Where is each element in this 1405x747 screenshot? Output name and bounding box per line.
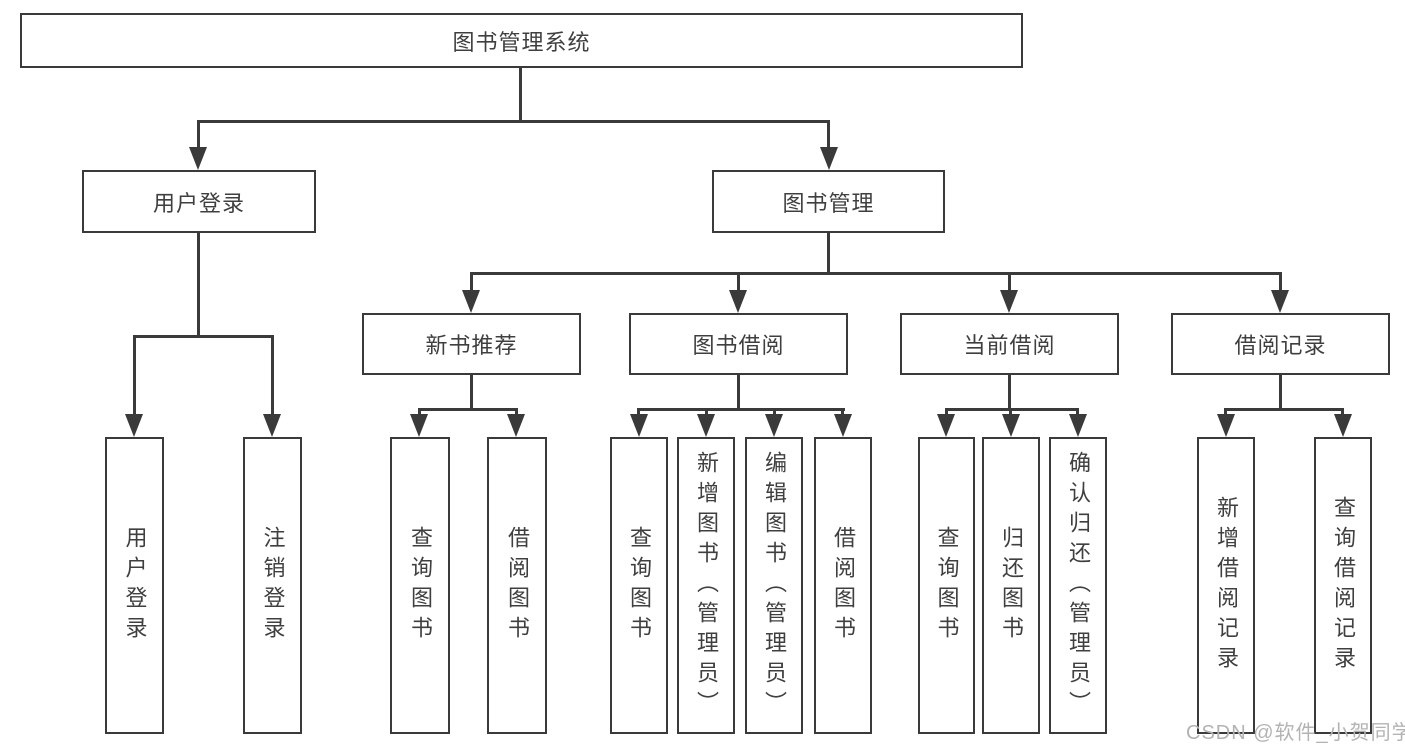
node-book-management: 图书管理 bbox=[712, 170, 945, 233]
connector-g1-drop1 bbox=[418, 408, 421, 418]
leaf-br-add-borrow-record-label: 新增借阅记录 bbox=[1214, 495, 1239, 676]
leaf-user-login: 用户登录 bbox=[105, 437, 164, 734]
connector-g4-feed bbox=[1279, 375, 1282, 408]
leaf-cb-query-books-label: 查询图书 bbox=[934, 525, 960, 646]
connector-root-feed bbox=[519, 68, 522, 120]
arrowhead-g3-leaf2 bbox=[1002, 414, 1020, 437]
connector-g1-drop2 bbox=[515, 408, 518, 418]
leaf-bb-add-books-admin-label: 新增图书（管理员） bbox=[694, 450, 719, 721]
arrowhead-new-book bbox=[462, 290, 480, 313]
node-borrow-records-label: 借阅记录 bbox=[1234, 333, 1327, 358]
leaf-logout-login-label: 注销登录 bbox=[260, 525, 286, 646]
arrowhead-g3-leaf1 bbox=[937, 414, 955, 437]
connector-drop-current-borrow bbox=[1008, 272, 1011, 292]
arrowhead-user-login bbox=[189, 147, 207, 170]
connector-g4-rail bbox=[1224, 408, 1344, 411]
leaf-bb-edit-books-admin-label: 编辑图书（管理员） bbox=[762, 450, 787, 721]
arrowhead-g2-leaf1 bbox=[630, 414, 648, 437]
leaf-logout-login: 注销登录 bbox=[243, 437, 302, 734]
leaf-bb-borrow-books: 借阅图书 bbox=[814, 437, 872, 734]
node-book-borrow-label: 图书借阅 bbox=[692, 333, 785, 358]
arrowhead-book-mgmt bbox=[820, 147, 838, 170]
node-book-borrow: 图书借阅 bbox=[629, 313, 848, 375]
leaf-cb-confirm-return-admin-label: 确认归还（管理员） bbox=[1066, 450, 1091, 721]
connector-drop-book-mgmt bbox=[827, 120, 830, 149]
arrowhead-g2-leaf2 bbox=[697, 414, 715, 437]
csdn-watermark: CSDN @软件_小贺同学 bbox=[1186, 722, 1405, 744]
connector-drop-leaf-logout bbox=[271, 335, 274, 416]
leaf-br-query-borrow-record-label: 查询借阅记录 bbox=[1331, 495, 1356, 676]
connector-user-login-feed bbox=[197, 233, 200, 335]
leaf-br-query-borrow-record: 查询借阅记录 bbox=[1314, 437, 1372, 734]
leaf-bb-query-books-label: 查询图书 bbox=[627, 525, 652, 646]
connector-g2-feed bbox=[737, 375, 740, 408]
connector-g3-rail bbox=[945, 408, 1079, 411]
arrowhead-current-borrow bbox=[1000, 290, 1018, 313]
node-borrow-records: 借阅记录 bbox=[1171, 313, 1390, 375]
connector-g3-feed bbox=[1008, 375, 1011, 408]
connector-g1-rail bbox=[418, 408, 518, 411]
leaf-nb-borrow-books: 借阅图书 bbox=[487, 437, 547, 734]
connector-drop-book-borrow bbox=[737, 272, 740, 292]
connector-drop-leaf-user-login bbox=[133, 335, 136, 416]
arrowhead-book-borrow bbox=[729, 290, 747, 313]
leaf-nb-query-books-label: 查询图书 bbox=[408, 525, 433, 646]
leaf-cb-return-books: 归还图书 bbox=[982, 437, 1040, 734]
node-root-label: 图书管理系统 bbox=[452, 29, 591, 55]
connector-g3-drop1 bbox=[945, 408, 948, 418]
node-current-borrow: 当前借阅 bbox=[900, 313, 1119, 375]
arrowhead-leaf-user-login bbox=[125, 414, 143, 437]
arrowhead-g3-leaf3 bbox=[1069, 414, 1087, 437]
connector-g2-drop2 bbox=[705, 408, 708, 418]
connector-user-login-rail bbox=[133, 335, 274, 338]
leaf-nb-query-books: 查询图书 bbox=[390, 437, 450, 734]
connector-drop-user-login bbox=[197, 120, 200, 149]
leaf-cb-confirm-return-admin: 确认归还（管理员） bbox=[1049, 437, 1107, 734]
leaf-br-add-borrow-record: 新增借阅记录 bbox=[1197, 437, 1255, 734]
connector-book-mgmt-feed bbox=[827, 233, 830, 272]
leaf-bb-query-books: 查询图书 bbox=[610, 437, 668, 734]
node-book-management-label: 图书管理 bbox=[782, 190, 875, 216]
leaf-nb-borrow-books-label: 借阅图书 bbox=[505, 525, 530, 646]
node-new-book-recommend-label: 新书推荐 bbox=[425, 333, 518, 358]
node-root-library-system: 图书管理系统 bbox=[20, 13, 1023, 68]
connector-g2-drop3 bbox=[773, 408, 776, 418]
connector-drop-new-book bbox=[470, 272, 473, 292]
connector-g4-drop1 bbox=[1224, 408, 1227, 418]
arrowhead-g2-leaf3 bbox=[765, 414, 783, 437]
arrowhead-borrow-records bbox=[1271, 290, 1289, 313]
connector-g2-drop4 bbox=[841, 408, 844, 418]
connector-drop-borrow-records bbox=[1279, 272, 1282, 292]
leaf-user-login-label: 用户登录 bbox=[122, 525, 148, 646]
connector-g4-drop2 bbox=[1341, 408, 1344, 418]
connector-g2-drop1 bbox=[637, 408, 640, 418]
node-user-login: 用户登录 bbox=[82, 170, 316, 233]
arrowhead-g1-leaf2 bbox=[507, 414, 525, 437]
connector-g1-feed bbox=[470, 375, 473, 408]
arrowhead-leaf-logout bbox=[263, 414, 281, 437]
leaf-cb-query-books: 查询图书 bbox=[918, 437, 975, 734]
arrowhead-g4-leaf1 bbox=[1217, 414, 1235, 437]
node-new-book-recommend: 新书推荐 bbox=[362, 313, 581, 375]
leaf-bb-edit-books-admin: 编辑图书（管理员） bbox=[745, 437, 803, 734]
connector-g2-rail bbox=[637, 408, 845, 411]
connector-g3-drop3 bbox=[1076, 408, 1079, 418]
leaf-cb-return-books-label: 归还图书 bbox=[999, 525, 1024, 646]
connector-g3-drop2 bbox=[1009, 408, 1012, 418]
node-current-borrow-label: 当前借阅 bbox=[963, 333, 1056, 358]
arrowhead-g1-leaf1 bbox=[410, 414, 428, 437]
leaf-bb-add-books-admin: 新增图书（管理员） bbox=[677, 437, 735, 734]
connector-level2-rail bbox=[470, 272, 1282, 275]
node-user-login-label: 用户登录 bbox=[152, 190, 245, 216]
leaf-bb-borrow-books-label: 借阅图书 bbox=[831, 525, 856, 646]
connector-level1-rail bbox=[197, 120, 830, 123]
arrowhead-g2-leaf4 bbox=[834, 414, 852, 437]
arrowhead-g4-leaf2 bbox=[1334, 414, 1352, 437]
